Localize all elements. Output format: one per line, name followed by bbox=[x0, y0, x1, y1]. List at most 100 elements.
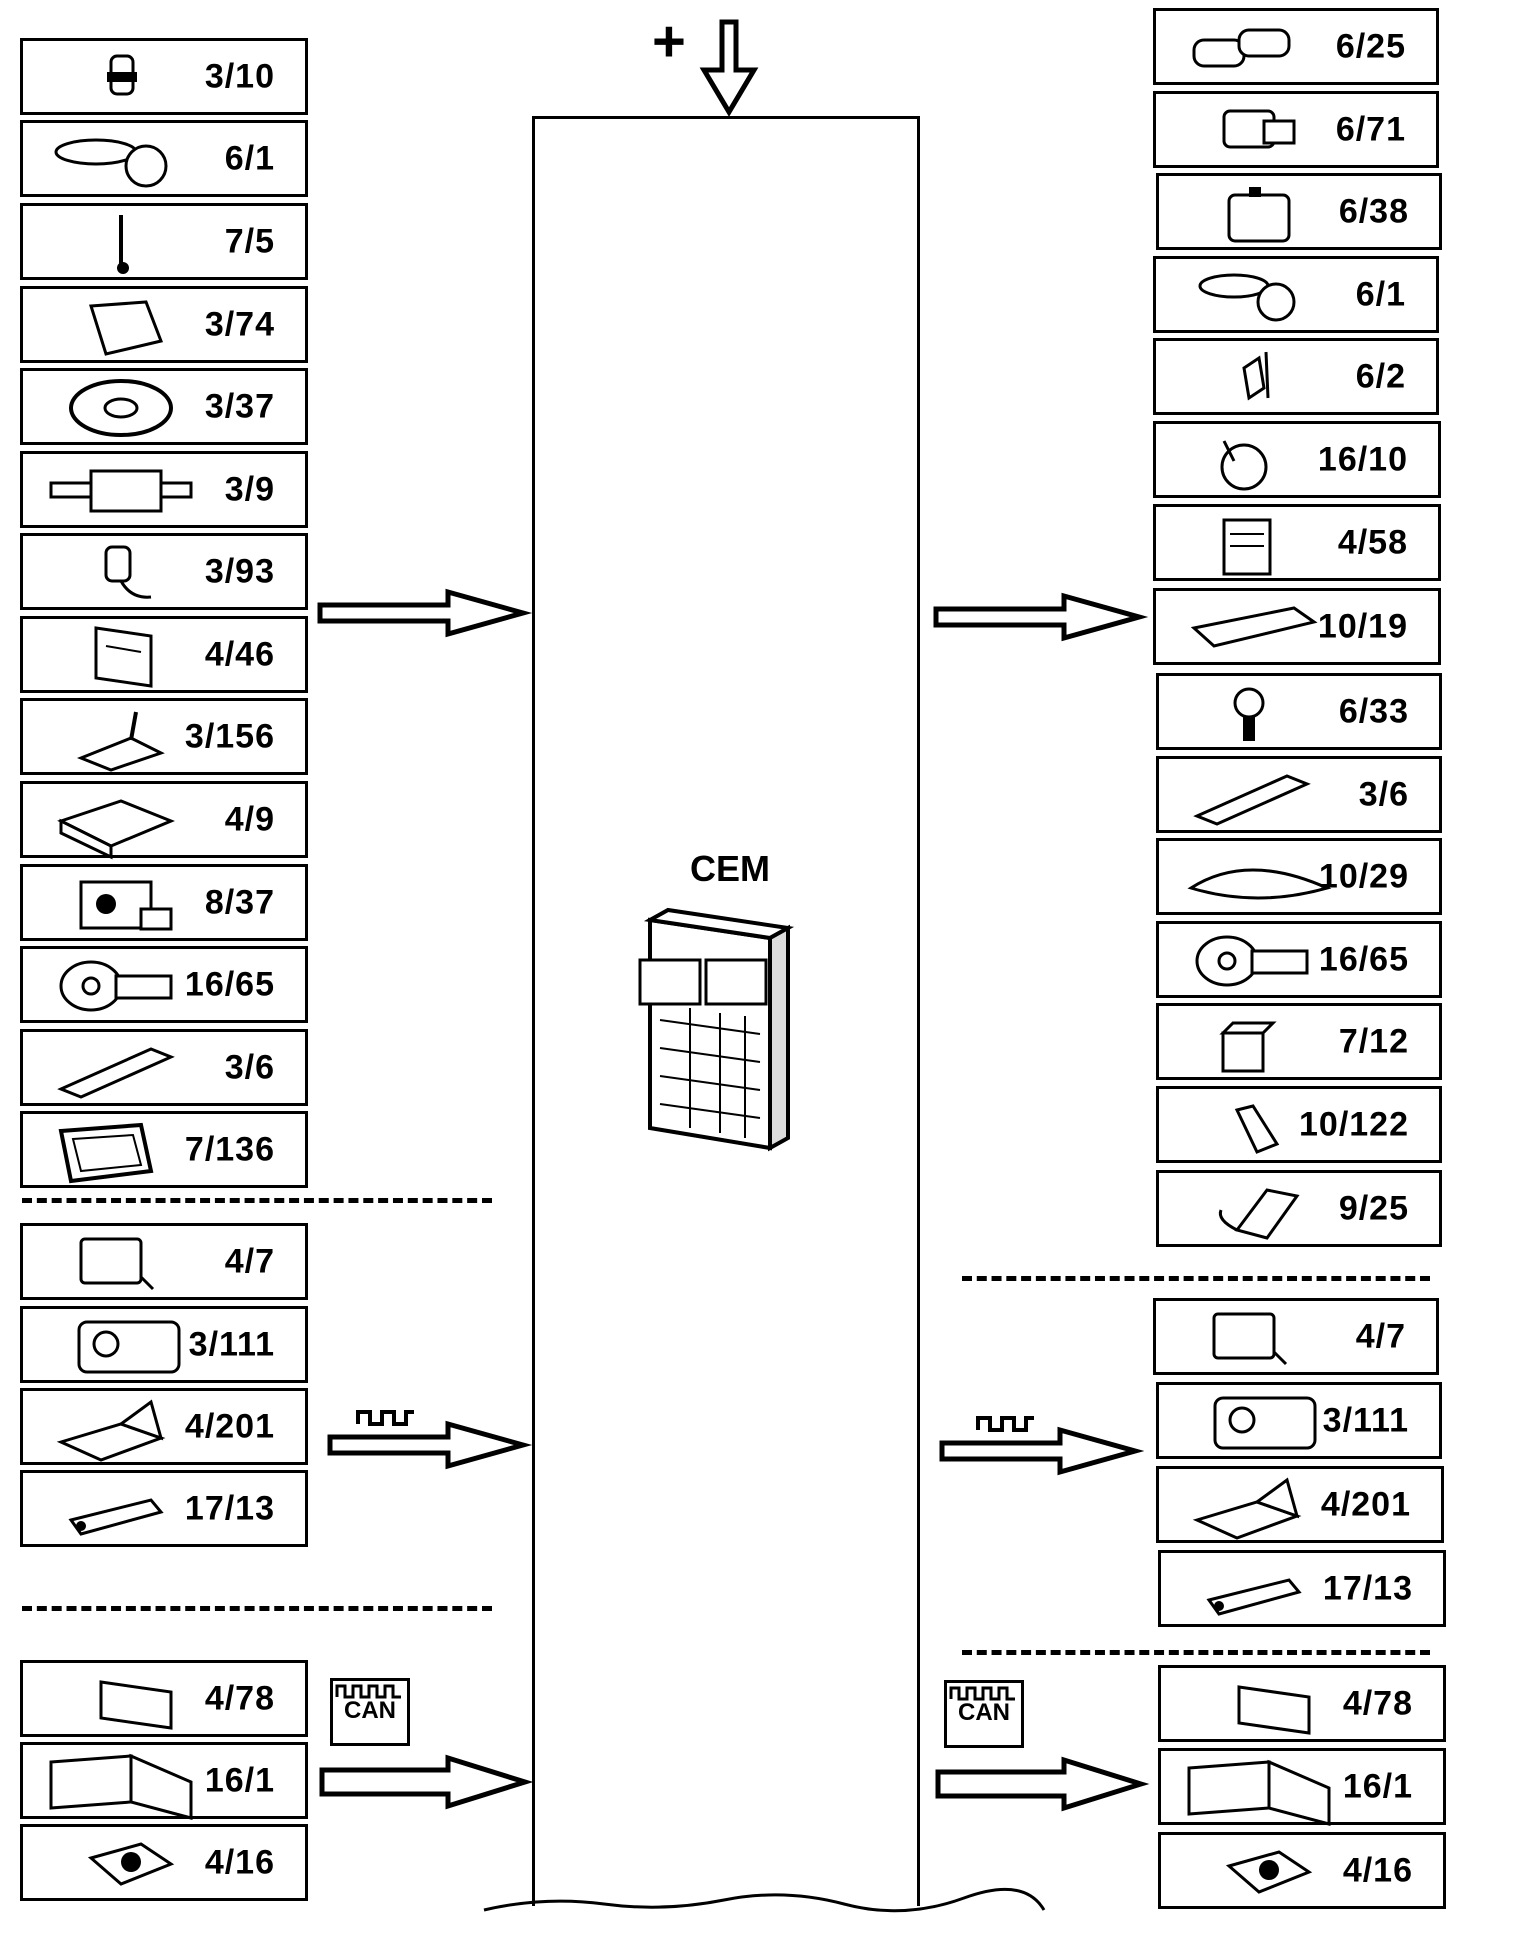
component-box[interactable]: 16/1 bbox=[1158, 1748, 1446, 1826]
climate-panel-icon bbox=[1213, 1396, 1317, 1450]
component-box[interactable]: 3/6 bbox=[20, 1029, 308, 1106]
component-box[interactable]: 4/7 bbox=[20, 1223, 308, 1300]
component-box[interactable]: 4/201 bbox=[1156, 1466, 1444, 1543]
actuator-icon bbox=[79, 880, 173, 931]
component-code: 3/37 bbox=[204, 387, 275, 425]
component-code: 7/136 bbox=[184, 1130, 275, 1168]
component-box[interactable]: 17/13 bbox=[1158, 1550, 1446, 1627]
component-code: 9/25 bbox=[1338, 1189, 1409, 1227]
section-divider bbox=[962, 1276, 1430, 1281]
climate-panel-icon bbox=[77, 1320, 181, 1374]
component-box[interactable]: 3/93 bbox=[20, 533, 308, 610]
component-box[interactable]: 4/201 bbox=[20, 1388, 308, 1465]
serial-signal-icon bbox=[356, 1410, 414, 1426]
component-code: 4/78 bbox=[1342, 1684, 1413, 1722]
component-box[interactable]: 3/37 bbox=[20, 368, 308, 445]
component-box[interactable]: 16/65 bbox=[1156, 921, 1442, 998]
power-input: + bbox=[650, 9, 760, 117]
control-unit-icon bbox=[57, 799, 175, 860]
can-label: CAN bbox=[344, 1697, 396, 1724]
component-box[interactable]: 4/78 bbox=[1158, 1665, 1446, 1742]
component-code: 17/13 bbox=[1322, 1569, 1413, 1607]
can-output-arrow-icon bbox=[935, 1756, 1150, 1812]
component-box[interactable]: 3/6 bbox=[1156, 756, 1442, 833]
motor-icon bbox=[54, 138, 168, 188]
washer-pump-icon bbox=[1192, 28, 1291, 68]
component-box[interactable]: 17/13 bbox=[20, 1470, 308, 1547]
lamp-icon bbox=[1190, 606, 1318, 648]
component-code: 16/65 bbox=[184, 965, 275, 1003]
component-code: 3/156 bbox=[184, 717, 275, 755]
relay-box-icon bbox=[79, 1237, 155, 1291]
component-box[interactable]: 6/33 bbox=[1156, 673, 1442, 750]
component-code: 4/7 bbox=[224, 1242, 275, 1280]
component-code: 3/111 bbox=[188, 1325, 275, 1363]
component-box[interactable]: 6/38 bbox=[1156, 173, 1442, 250]
component-box[interactable]: 7/136 bbox=[20, 1111, 308, 1188]
component-box[interactable]: 16/10 bbox=[1153, 421, 1441, 498]
component-box[interactable]: 4/78 bbox=[20, 1660, 308, 1737]
connector-icon bbox=[1218, 1188, 1300, 1240]
antenna-icon bbox=[117, 215, 129, 274]
component-box[interactable]: 3/156 bbox=[20, 698, 308, 775]
interior-lamp-icon bbox=[1187, 868, 1332, 900]
component-code: 4/58 bbox=[1337, 523, 1408, 561]
component-code: 10/19 bbox=[1317, 607, 1408, 645]
component-code: 3/6 bbox=[224, 1048, 275, 1086]
component-box[interactable]: 3/111 bbox=[20, 1306, 308, 1383]
component-box[interactable]: 10/19 bbox=[1153, 588, 1441, 665]
can-signal-icon bbox=[335, 1684, 401, 1699]
section-divider bbox=[962, 1650, 1430, 1655]
serial-signal-icon bbox=[976, 1416, 1034, 1432]
component-box[interactable]: 4/16 bbox=[1158, 1832, 1446, 1909]
bulb-holder-icon bbox=[1234, 1104, 1280, 1154]
component-box[interactable]: 3/111 bbox=[1156, 1382, 1442, 1459]
engine-module-icon bbox=[87, 1842, 175, 1886]
relay-box-icon bbox=[1212, 1312, 1288, 1366]
component-box[interactable]: 4/16 bbox=[20, 1824, 308, 1901]
section-divider bbox=[22, 1606, 492, 1611]
sensor-icon bbox=[1219, 1021, 1277, 1073]
component-box[interactable]: 6/2 bbox=[1153, 338, 1439, 415]
power-plus-symbol: + bbox=[652, 9, 686, 74]
component-box[interactable]: 3/9 bbox=[20, 451, 308, 528]
component-code: 6/1 bbox=[224, 139, 275, 177]
component-box[interactable]: 9/25 bbox=[1156, 1170, 1442, 1247]
component-code: 3/111 bbox=[1322, 1401, 1409, 1439]
component-box[interactable]: 3/74 bbox=[20, 286, 308, 363]
power-arrow-icon bbox=[699, 19, 759, 117]
component-box[interactable]: 6/25 bbox=[1153, 8, 1439, 85]
output-arrow-icon bbox=[933, 592, 1149, 642]
component-box[interactable]: 16/1 bbox=[20, 1742, 308, 1820]
can-signal-icon bbox=[949, 1686, 1015, 1701]
component-code: 6/33 bbox=[1338, 692, 1409, 730]
component-box[interactable]: 4/46 bbox=[20, 616, 308, 693]
component-code: 16/10 bbox=[1317, 440, 1408, 478]
component-box[interactable]: 7/12 bbox=[1156, 1003, 1442, 1080]
component-box[interactable]: 3/10 bbox=[20, 38, 308, 115]
seat-belt-buckle-icon bbox=[104, 545, 152, 599]
component-box[interactable]: 4/7 bbox=[1153, 1298, 1439, 1375]
component-box[interactable]: 6/1 bbox=[20, 120, 308, 197]
component-code: 6/38 bbox=[1338, 192, 1409, 230]
component-box[interactable]: 6/1 bbox=[1153, 256, 1439, 333]
component-code: 4/16 bbox=[204, 1843, 275, 1881]
steering-wheel-icon bbox=[69, 379, 173, 437]
component-code: 6/1 bbox=[1355, 275, 1406, 313]
component-box[interactable]: 8/37 bbox=[20, 864, 308, 941]
component-box[interactable]: 16/65 bbox=[20, 946, 308, 1023]
component-box[interactable]: 10/29 bbox=[1156, 838, 1442, 915]
seat-module-icon bbox=[1192, 1477, 1302, 1540]
component-box[interactable]: 7/5 bbox=[20, 203, 308, 280]
can-module-icon bbox=[99, 1680, 173, 1730]
diagnostic-connector-icon bbox=[1206, 1578, 1302, 1616]
component-box[interactable]: 10/122 bbox=[1156, 1086, 1442, 1163]
component-code: 3/9 bbox=[224, 470, 275, 508]
component-box[interactable]: 6/71 bbox=[1153, 91, 1439, 168]
lock-actuator-icon bbox=[1242, 351, 1270, 401]
component-box[interactable]: 4/9 bbox=[20, 781, 308, 860]
component-code: 17/13 bbox=[184, 1489, 275, 1527]
component-code: 3/93 bbox=[204, 552, 275, 590]
component-box[interactable]: 4/58 bbox=[1153, 504, 1441, 581]
can-label: CAN bbox=[958, 1699, 1010, 1726]
